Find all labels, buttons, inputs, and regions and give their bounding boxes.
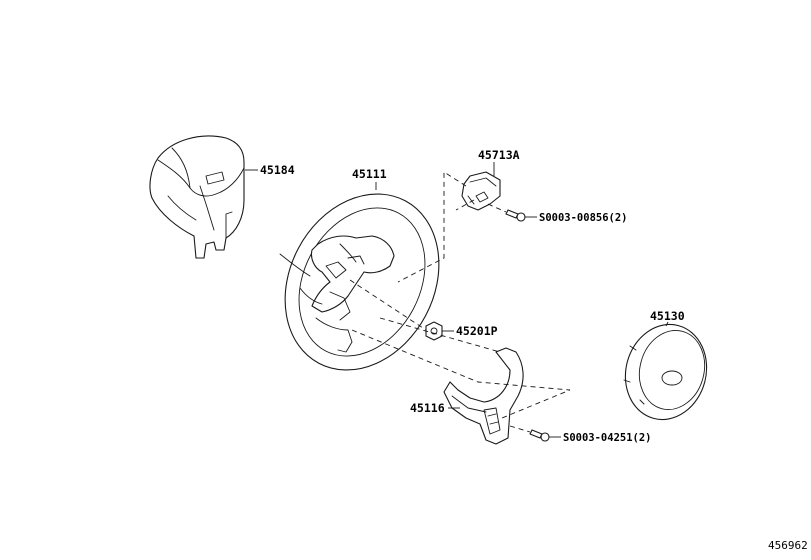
label-45713a: 45713A — [478, 148, 520, 162]
switch-45713a[interactable] — [461, 171, 501, 211]
label-screw-upper: S0003-00856(2) — [539, 212, 628, 224]
horn-pad-45130[interactable] — [615, 315, 717, 428]
screw-lower[interactable] — [529, 429, 550, 442]
screw-upper[interactable] — [505, 209, 526, 222]
nut-45201p[interactable] — [425, 321, 443, 341]
column-cover-45184[interactable] — [149, 135, 245, 259]
label-45116: 45116 — [410, 401, 445, 415]
steering-wheel-45111[interactable] — [255, 167, 469, 397]
label-45201p: 45201P — [456, 324, 498, 338]
label-45111: 45111 — [352, 167, 387, 181]
label-screw-lower: S0003-04251(2) — [563, 432, 652, 444]
label-45184: 45184 — [260, 163, 295, 177]
lower-bezel-45116[interactable] — [443, 347, 524, 445]
label-45130: 45130 — [650, 309, 685, 323]
catalog-id: 456962 — [768, 539, 808, 552]
